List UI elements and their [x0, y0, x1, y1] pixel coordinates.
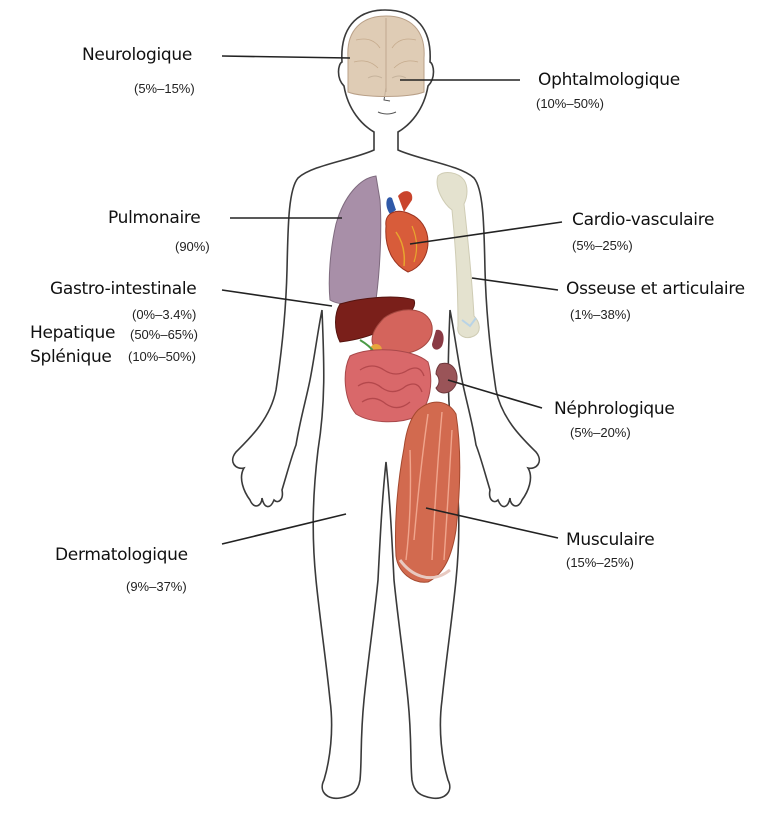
- label-musculaire: Musculaire: [566, 530, 654, 550]
- label-gastro-intestinale: Gastro-intestinale: [50, 279, 196, 299]
- range-pulmonaire: (90%): [175, 239, 210, 254]
- label-osseuse-articulaire: Osseuse et articulaire: [566, 279, 745, 299]
- label-ophtalmologique: Ophtalmologique: [538, 70, 680, 90]
- range-hepatique: (50%–65%): [130, 327, 198, 342]
- label-cardio-vasculaire: Cardio-vasculaire: [572, 210, 714, 230]
- range-splenique: (10%–50%): [128, 349, 196, 364]
- label-pulmonaire: Pulmonaire: [108, 208, 200, 228]
- range-gastro-intestinale: (0%–3.4%): [132, 307, 196, 322]
- label-hepatique: Hepatique: [30, 323, 115, 343]
- label-nephrologique: Néphrologique: [554, 399, 675, 419]
- range-musculaire: (15%–25%): [566, 555, 634, 570]
- kidney-shape: [436, 363, 457, 393]
- label-splenique: Splénique: [30, 347, 112, 367]
- range-osseuse-articulaire: (1%–38%): [570, 307, 631, 322]
- range-dermatologique: (9%–37%): [126, 579, 187, 594]
- label-dermatologique: Dermatologique: [55, 545, 188, 565]
- range-nephrologique: (5%–20%): [570, 425, 631, 440]
- range-neurologique: (5%–15%): [134, 81, 195, 96]
- leader-line-neuro: [222, 56, 350, 58]
- range-cardio-vasculaire: (5%–25%): [572, 238, 633, 253]
- label-neurologique: Neurologique: [82, 45, 192, 65]
- range-ophtalmologique: (10%–50%): [536, 96, 604, 111]
- brain-shape: [348, 16, 424, 97]
